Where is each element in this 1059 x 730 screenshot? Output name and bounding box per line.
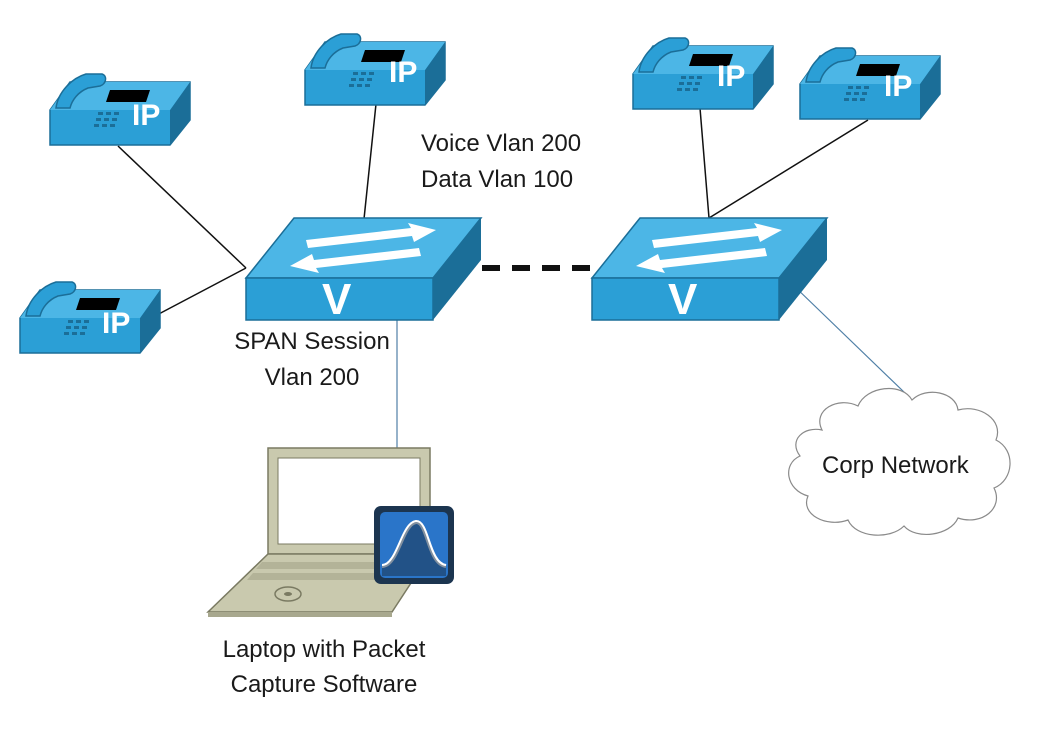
- link-phone-topcenter-switch: [363, 103, 377, 220]
- ip-phone-icon: IP: [799, 47, 941, 120]
- svg-text:V: V: [322, 275, 352, 324]
- span-vlan-label: Vlan 200: [264, 364, 360, 391]
- cloud-label: Corp Network: [822, 452, 969, 479]
- svg-text:IP: IP: [132, 99, 160, 132]
- ip-phone-icon: IP: [304, 33, 446, 106]
- svg-text:IP: IP: [389, 56, 417, 89]
- svg-text:IP: IP: [884, 70, 912, 103]
- span-session-label: SPAN Session: [234, 328, 390, 355]
- link-phone-right1-switch: [699, 107, 710, 219]
- link-phone-right2-switch: [708, 119, 869, 219]
- packet-capture-icon: [374, 506, 454, 584]
- svg-text:IP: IP: [717, 60, 745, 93]
- laptop-label-line2: Capture Software: [230, 671, 418, 698]
- svg-text:IP: IP: [102, 307, 130, 340]
- multilayer-switch-icon-right: V: [591, 217, 828, 324]
- laptop-label-line1: Laptop with Packet: [222, 636, 426, 663]
- ip-phone-icon: IP: [19, 281, 161, 354]
- ip-phone-icon: IP: [632, 37, 774, 110]
- laptop-icon: [206, 447, 432, 617]
- vlan-label-data: Data Vlan 100: [421, 166, 574, 193]
- multilayer-switch-icon-left: V: [245, 217, 482, 324]
- svg-text:V: V: [668, 275, 698, 324]
- link-phone-bottomleft-switch: [154, 267, 247, 317]
- cloud-icon: [788, 387, 1011, 536]
- link-phone-topleft-switch: [117, 145, 247, 269]
- vlan-label-voice: Voice Vlan 200: [421, 130, 582, 157]
- link-switch-cloud: [791, 283, 906, 394]
- ip-phone-icon: IP: [49, 73, 191, 146]
